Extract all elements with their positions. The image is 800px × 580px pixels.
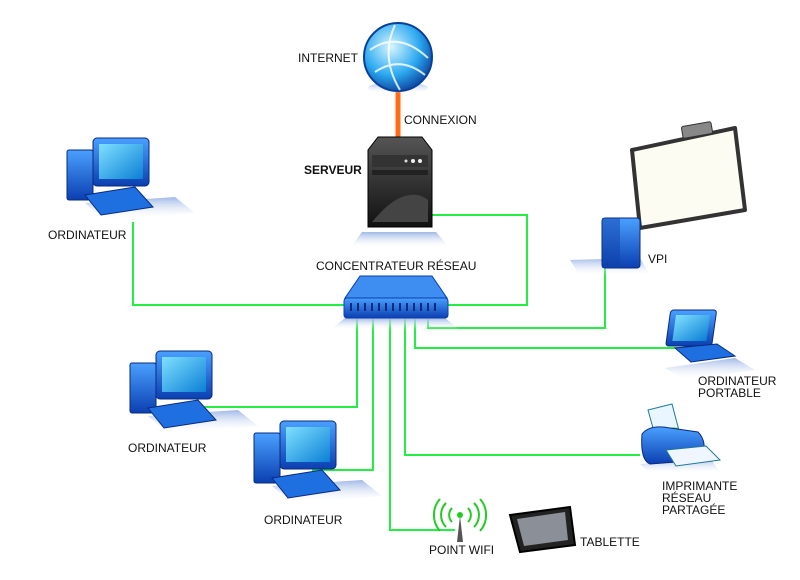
label-wifi: POINT WIFI	[429, 543, 495, 557]
interactive-whiteboard-icon	[630, 121, 747, 230]
link-server	[430, 214, 528, 306]
wifi-access-point-icon	[432, 498, 488, 542]
desktop-computer-icon-bottom	[253, 420, 382, 503]
label-printer-line2: RÉSEAU	[662, 491, 712, 505]
hub-icon	[330, 275, 460, 330]
label-hub: CONCENTRATEUR RÉSEAU	[316, 259, 477, 273]
printer-icon	[640, 403, 722, 474]
server-icon	[350, 136, 450, 248]
label-pc-left: ORDINATEUR	[48, 228, 127, 242]
link-pc-mid	[200, 315, 358, 408]
link-pc-bottom	[312, 315, 374, 471]
label-laptop: ORDINATEUR PORTABLE	[698, 375, 776, 399]
label-laptop-line1: ORDINATEUR	[698, 374, 777, 388]
desktop-computer-icon-left	[66, 137, 195, 220]
label-internet: INTERNET	[298, 51, 358, 65]
laptop-icon	[665, 309, 755, 380]
link-vpi	[427, 265, 606, 329]
label-vpi: VPI	[648, 252, 668, 266]
link-pc-left	[132, 222, 347, 306]
tablet-icon	[508, 505, 577, 554]
label-pc-bottom: ORDINATEUR	[264, 513, 343, 527]
label-laptop-line2: PORTABLE	[698, 386, 761, 400]
link-printer	[404, 315, 640, 456]
label-serveur: SERVEUR	[304, 163, 362, 177]
desktop-computer-icon-mid	[129, 350, 258, 433]
link-wifi	[389, 315, 455, 531]
label-printer: IMPRIMANTE RÉSEAU PARTAGÉE	[662, 480, 737, 516]
internet-globe-icon	[363, 22, 433, 94]
label-printer-line1: IMPRIMANTE	[662, 479, 738, 493]
label-tablet: TABLETTE	[580, 535, 640, 549]
vpi-tower-icon	[570, 217, 650, 276]
label-connexion: CONNEXION	[404, 113, 477, 127]
label-pc-mid: ORDINATEUR	[128, 441, 207, 455]
link-laptop	[414, 315, 680, 349]
label-printer-line3: PARTAGÉE	[662, 503, 726, 517]
